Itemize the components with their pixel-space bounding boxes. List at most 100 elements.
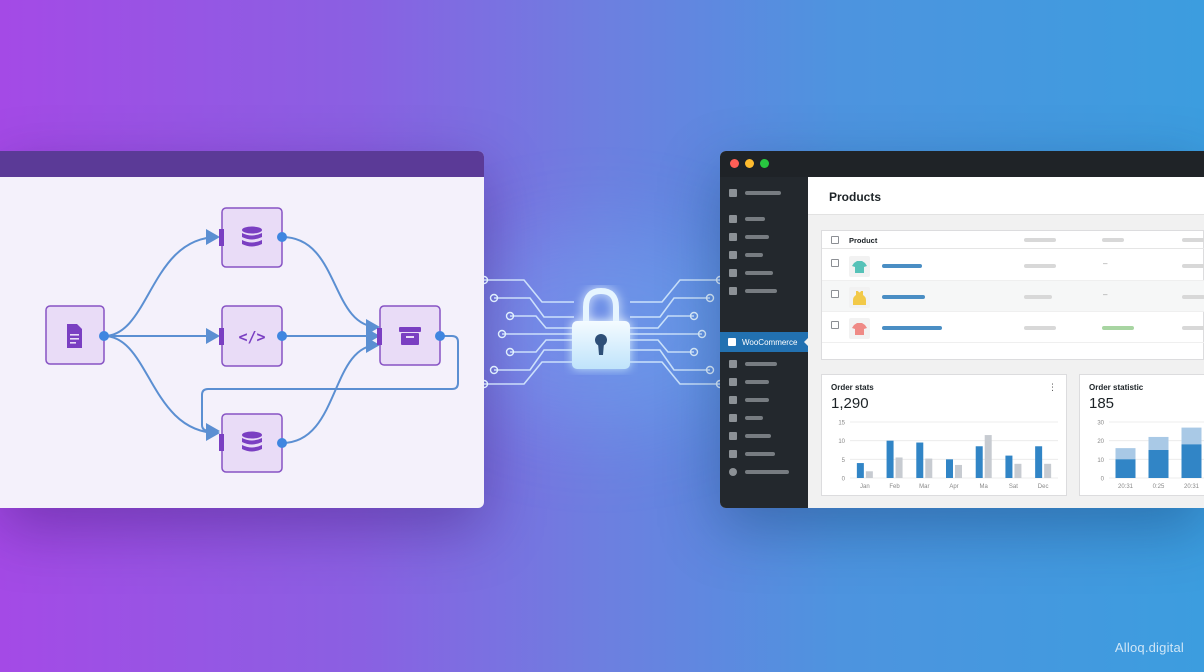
output-port bbox=[277, 232, 287, 242]
wp-main-content: Products Product – bbox=[808, 177, 1204, 508]
code-icon: </> bbox=[238, 328, 265, 346]
tshirt-icon bbox=[852, 323, 867, 335]
database-icon bbox=[242, 431, 262, 452]
wp-admin-window: WooCommerce Products Product bbox=[720, 151, 1204, 508]
minimize-window-button[interactable] bbox=[745, 159, 754, 168]
pin-icon bbox=[729, 215, 737, 223]
settings-icon bbox=[729, 450, 737, 458]
product-name[interactable] bbox=[882, 264, 922, 268]
flow-node-code[interactable]: </> bbox=[219, 305, 287, 367]
padlock-icon bbox=[564, 285, 638, 375]
tanktop-icon bbox=[853, 290, 866, 305]
sidebar-item-media[interactable] bbox=[720, 230, 808, 244]
y-tick-label: 0 bbox=[842, 477, 846, 483]
bar-value bbox=[1115, 459, 1136, 478]
pages-icon bbox=[729, 269, 737, 277]
close-window-button[interactable] bbox=[730, 159, 739, 168]
sidebar-item-pages[interactable] bbox=[720, 266, 808, 280]
x-tick-label: Jan bbox=[860, 484, 870, 490]
x-tick-label: Sat bbox=[1009, 484, 1018, 490]
row-checkbox[interactable] bbox=[831, 259, 839, 267]
sidebar-item-woocommerce[interactable]: WooCommerce bbox=[720, 332, 809, 352]
page-header: Products bbox=[808, 177, 1204, 215]
bar-series-1 bbox=[916, 442, 924, 478]
x-tick-label: Ma bbox=[980, 484, 989, 490]
table-row[interactable]: – bbox=[822, 281, 1204, 312]
bar-series-1 bbox=[1035, 446, 1043, 478]
bar-series-2 bbox=[895, 457, 903, 478]
sidebar-item-plugins[interactable] bbox=[720, 393, 808, 407]
card-title: Order stats bbox=[831, 383, 874, 392]
output-port bbox=[277, 438, 287, 448]
column-header-placeholder bbox=[1182, 238, 1204, 242]
x-tick-label: Apr bbox=[949, 484, 958, 490]
row-dash: – bbox=[1103, 290, 1108, 299]
select-all-checkbox[interactable] bbox=[831, 236, 839, 244]
connector-dbbottom-archive bbox=[281, 337, 380, 444]
user-icon bbox=[729, 414, 737, 422]
wrench-icon bbox=[729, 432, 737, 440]
sidebar-item-dashboard[interactable] bbox=[720, 186, 808, 200]
y-tick-label: 30 bbox=[1097, 421, 1104, 427]
sidebar-item-settings[interactable] bbox=[720, 447, 808, 461]
bar-value bbox=[1148, 450, 1169, 478]
window-titlebar bbox=[720, 151, 1204, 177]
output-port bbox=[277, 331, 287, 341]
document-icon bbox=[67, 324, 82, 348]
flow-node-db-top[interactable] bbox=[219, 207, 287, 268]
sidebar-item-products[interactable] bbox=[720, 357, 808, 371]
sidebar-item-posts[interactable] bbox=[720, 212, 808, 226]
tshirt-icon bbox=[852, 261, 867, 273]
x-tick-label: Feb bbox=[889, 484, 900, 490]
product-thumbnail bbox=[849, 256, 870, 277]
bar-series-2 bbox=[925, 458, 933, 478]
flow-node-db-bottom[interactable] bbox=[219, 413, 287, 473]
flow-node-source[interactable] bbox=[45, 305, 109, 365]
sidebar-item-links[interactable] bbox=[720, 248, 808, 262]
sidebar-item-comments[interactable] bbox=[720, 284, 808, 298]
product-thumbnail bbox=[849, 287, 870, 308]
link-icon bbox=[729, 251, 737, 259]
product-name[interactable] bbox=[882, 295, 925, 299]
sidebar-item-collapse[interactable] bbox=[720, 465, 808, 479]
connector-source-dbbottom bbox=[103, 335, 220, 441]
y-tick-label: 0 bbox=[1101, 477, 1105, 483]
table-row[interactable] bbox=[822, 312, 1204, 343]
x-tick-label: 0:25 bbox=[1153, 484, 1165, 490]
page-title: Products bbox=[829, 190, 882, 204]
bar-series-1 bbox=[856, 463, 864, 478]
workflow-diagram: </> bbox=[45, 207, 459, 473]
card-value: 1,290 bbox=[831, 395, 869, 412]
x-tick-label: Mar bbox=[919, 484, 929, 490]
connector-dbtop-archive bbox=[281, 236, 380, 335]
card-title: Order statistic bbox=[1089, 383, 1144, 392]
card-value: 185 bbox=[1089, 395, 1115, 412]
product-name[interactable] bbox=[882, 326, 942, 330]
flow-node-archive[interactable] bbox=[377, 305, 445, 366]
row-checkbox[interactable] bbox=[831, 290, 839, 298]
bar-series-1 bbox=[975, 446, 983, 478]
table-row[interactable]: – bbox=[822, 250, 1204, 281]
bar-series-1 bbox=[1005, 455, 1013, 478]
dashboard-icon bbox=[729, 189, 737, 197]
products-table: Product – bbox=[821, 230, 1204, 360]
x-tick-label: Dec bbox=[1038, 484, 1049, 490]
maximize-window-button[interactable] bbox=[760, 159, 769, 168]
sidebar-item-appearance[interactable] bbox=[720, 375, 808, 389]
more-options-icon[interactable]: ⋮ bbox=[1048, 382, 1057, 392]
sidebar-item-tools[interactable] bbox=[720, 429, 808, 443]
sidebar-item-woocommerce-label: WooCommerce bbox=[742, 337, 798, 347]
circuit-lines bbox=[484, 275, 720, 389]
table-header: Product bbox=[822, 231, 1204, 249]
sidebar-item-users[interactable] bbox=[720, 411, 808, 425]
brush-icon bbox=[729, 378, 737, 386]
x-tick-label: 20:31 bbox=[1184, 484, 1200, 490]
brand-watermark: Alloq.digital bbox=[1114, 640, 1184, 655]
workflow-titlebar bbox=[0, 151, 484, 177]
connector-source-dbtop bbox=[103, 229, 220, 337]
connector-archive-loop bbox=[201, 335, 459, 439]
wp-admin-sidebar: WooCommerce bbox=[720, 177, 809, 508]
row-checkbox[interactable] bbox=[831, 321, 839, 329]
row-dash: – bbox=[1103, 259, 1108, 268]
